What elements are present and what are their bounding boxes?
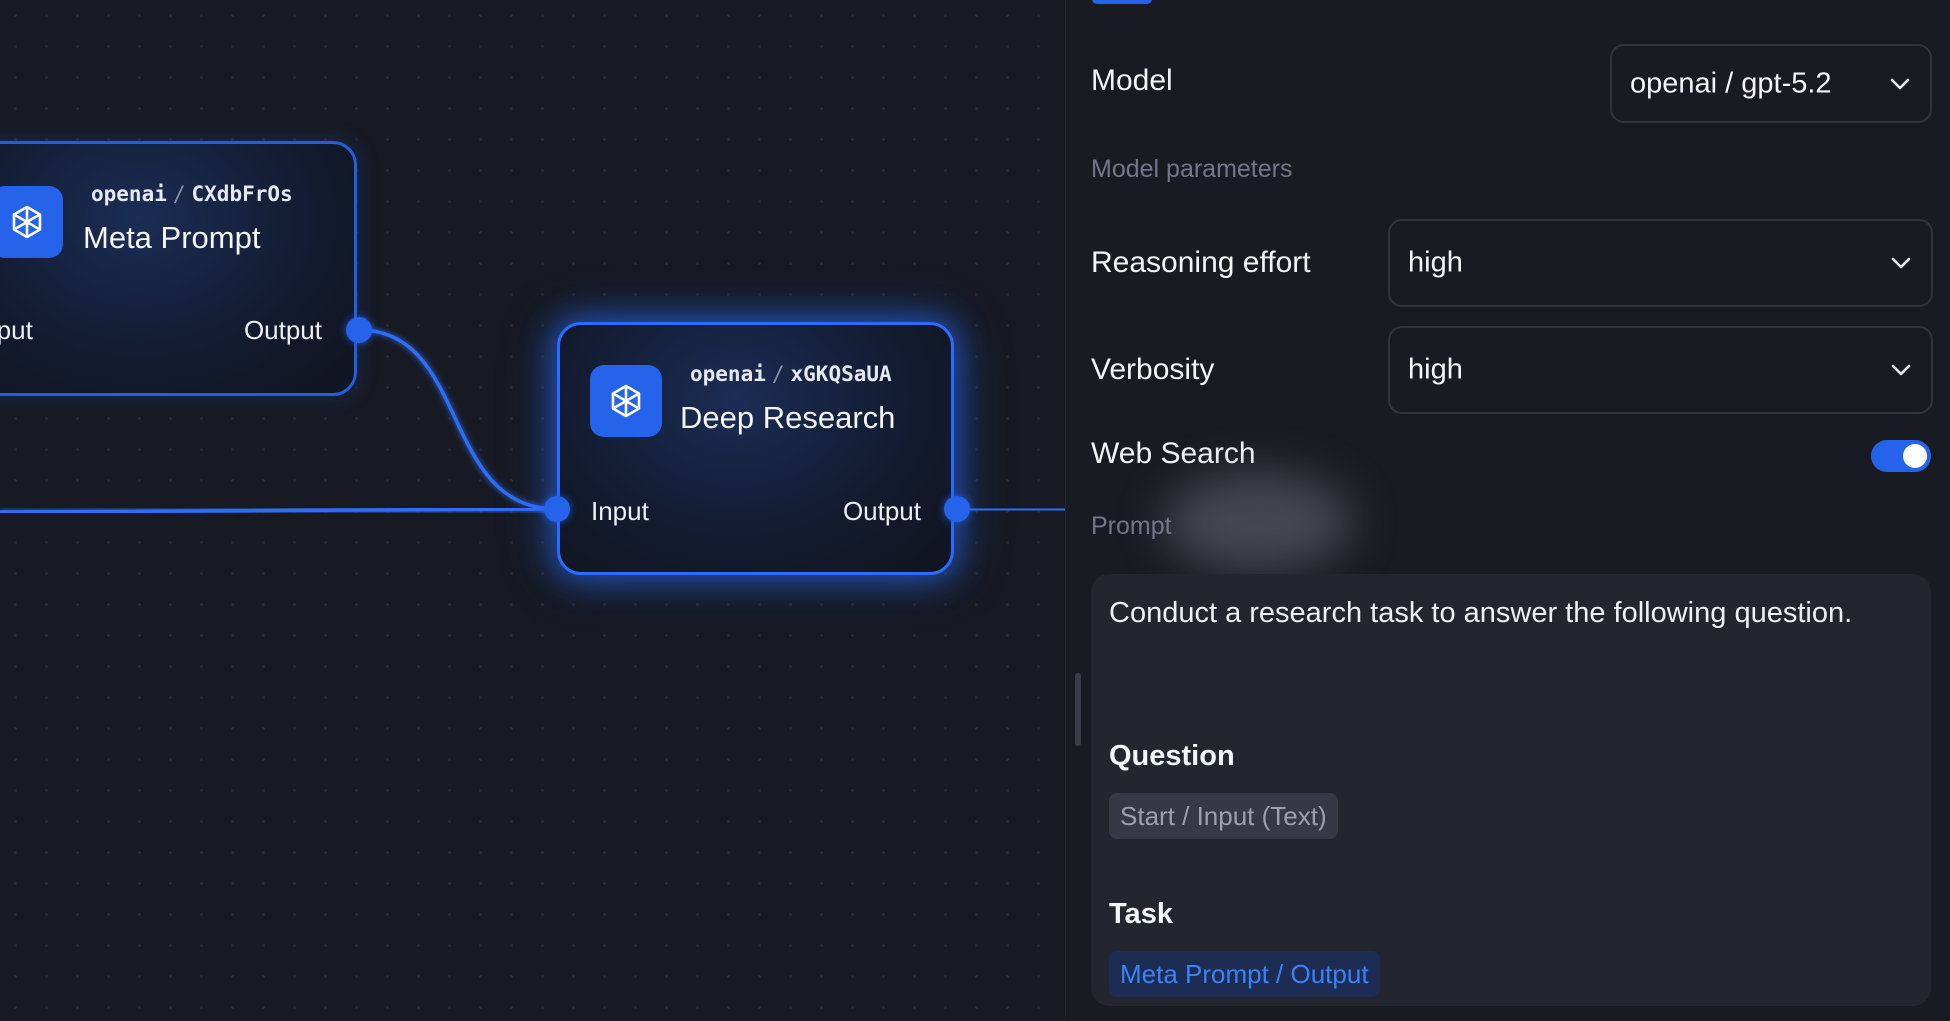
node-title: Meta Prompt <box>83 220 261 255</box>
output-port-label: Output <box>842 496 921 526</box>
node-deep-research[interactable]: openai/xGKQSaUA Deep Research Input Outp… <box>557 322 954 575</box>
reasoning-effort-label: Reasoning effort <box>1091 246 1311 279</box>
chevron-down-icon <box>1891 257 1911 269</box>
edge-start-to-deep-research[interactable] <box>0 507 558 514</box>
edge-layer <box>0 328 1065 514</box>
deep-research-input-port[interactable] <box>544 496 570 522</box>
prompt-label: Prompt <box>1091 512 1172 540</box>
node-model-id: openai/CXdbFrOs <box>91 182 293 206</box>
variable-chip-start-input[interactable]: Start / Input (Text) <box>1109 793 1338 839</box>
web-search-label: Web Search <box>1091 437 1256 470</box>
model-label: Model <box>1091 64 1173 97</box>
workflow-canvas[interactable]: openai/CXdbFrOs Meta Prompt Input Output… <box>0 0 1065 1021</box>
active-tab-indicator <box>1092 0 1152 4</box>
verbosity-select[interactable]: high <box>1388 326 1933 414</box>
input-port-label: Input <box>591 496 649 526</box>
prompt-heading-question: Question <box>1109 740 1235 772</box>
node-title: Deep Research <box>680 400 896 435</box>
chevron-down-icon <box>1890 78 1910 89</box>
edge-deep-research-out[interactable] <box>956 507 1065 512</box>
cursor-blur <box>1163 472 1353 572</box>
reasoning-effort-value: high <box>1408 246 1463 279</box>
verbosity-label: Verbosity <box>1091 353 1215 386</box>
prompt-editor[interactable]: Conduct a research task to answer the fo… <box>1091 574 1931 1006</box>
toggle-knob <box>1903 444 1927 468</box>
model-select[interactable]: openai / gpt-5.2 <box>1610 44 1932 123</box>
prompt-text: Conduct a research task to answer the fo… <box>1109 597 1853 629</box>
input-port-label: Input <box>0 315 33 345</box>
model-parameters-label: Model parameters <box>1091 155 1293 183</box>
chevron-down-icon <box>1891 364 1911 376</box>
openai-logo-icon <box>590 365 662 437</box>
web-search-toggle[interactable] <box>1871 440 1931 472</box>
deep-research-output-port[interactable] <box>944 496 970 522</box>
node-meta-prompt[interactable]: openai/CXdbFrOs Meta Prompt Input Output <box>0 141 357 396</box>
model-select-value: openai / gpt-5.2 <box>1630 67 1832 99</box>
panel-resize-handle[interactable] <box>1075 673 1081 746</box>
meta-prompt-output-port[interactable] <box>346 317 372 343</box>
openai-logo-icon <box>0 186 63 258</box>
reasoning-effort-select[interactable]: high <box>1388 219 1933 307</box>
prompt-heading-task: Task <box>1109 898 1173 930</box>
verbosity-value: high <box>1408 353 1463 386</box>
node-model-id: openai/xGKQSaUA <box>690 362 892 386</box>
edge-meta-prompt-to-deep-research[interactable] <box>358 328 558 511</box>
variable-chip-meta-prompt-output[interactable]: Meta Prompt / Output <box>1109 951 1380 997</box>
output-port-label: Output <box>243 315 322 345</box>
